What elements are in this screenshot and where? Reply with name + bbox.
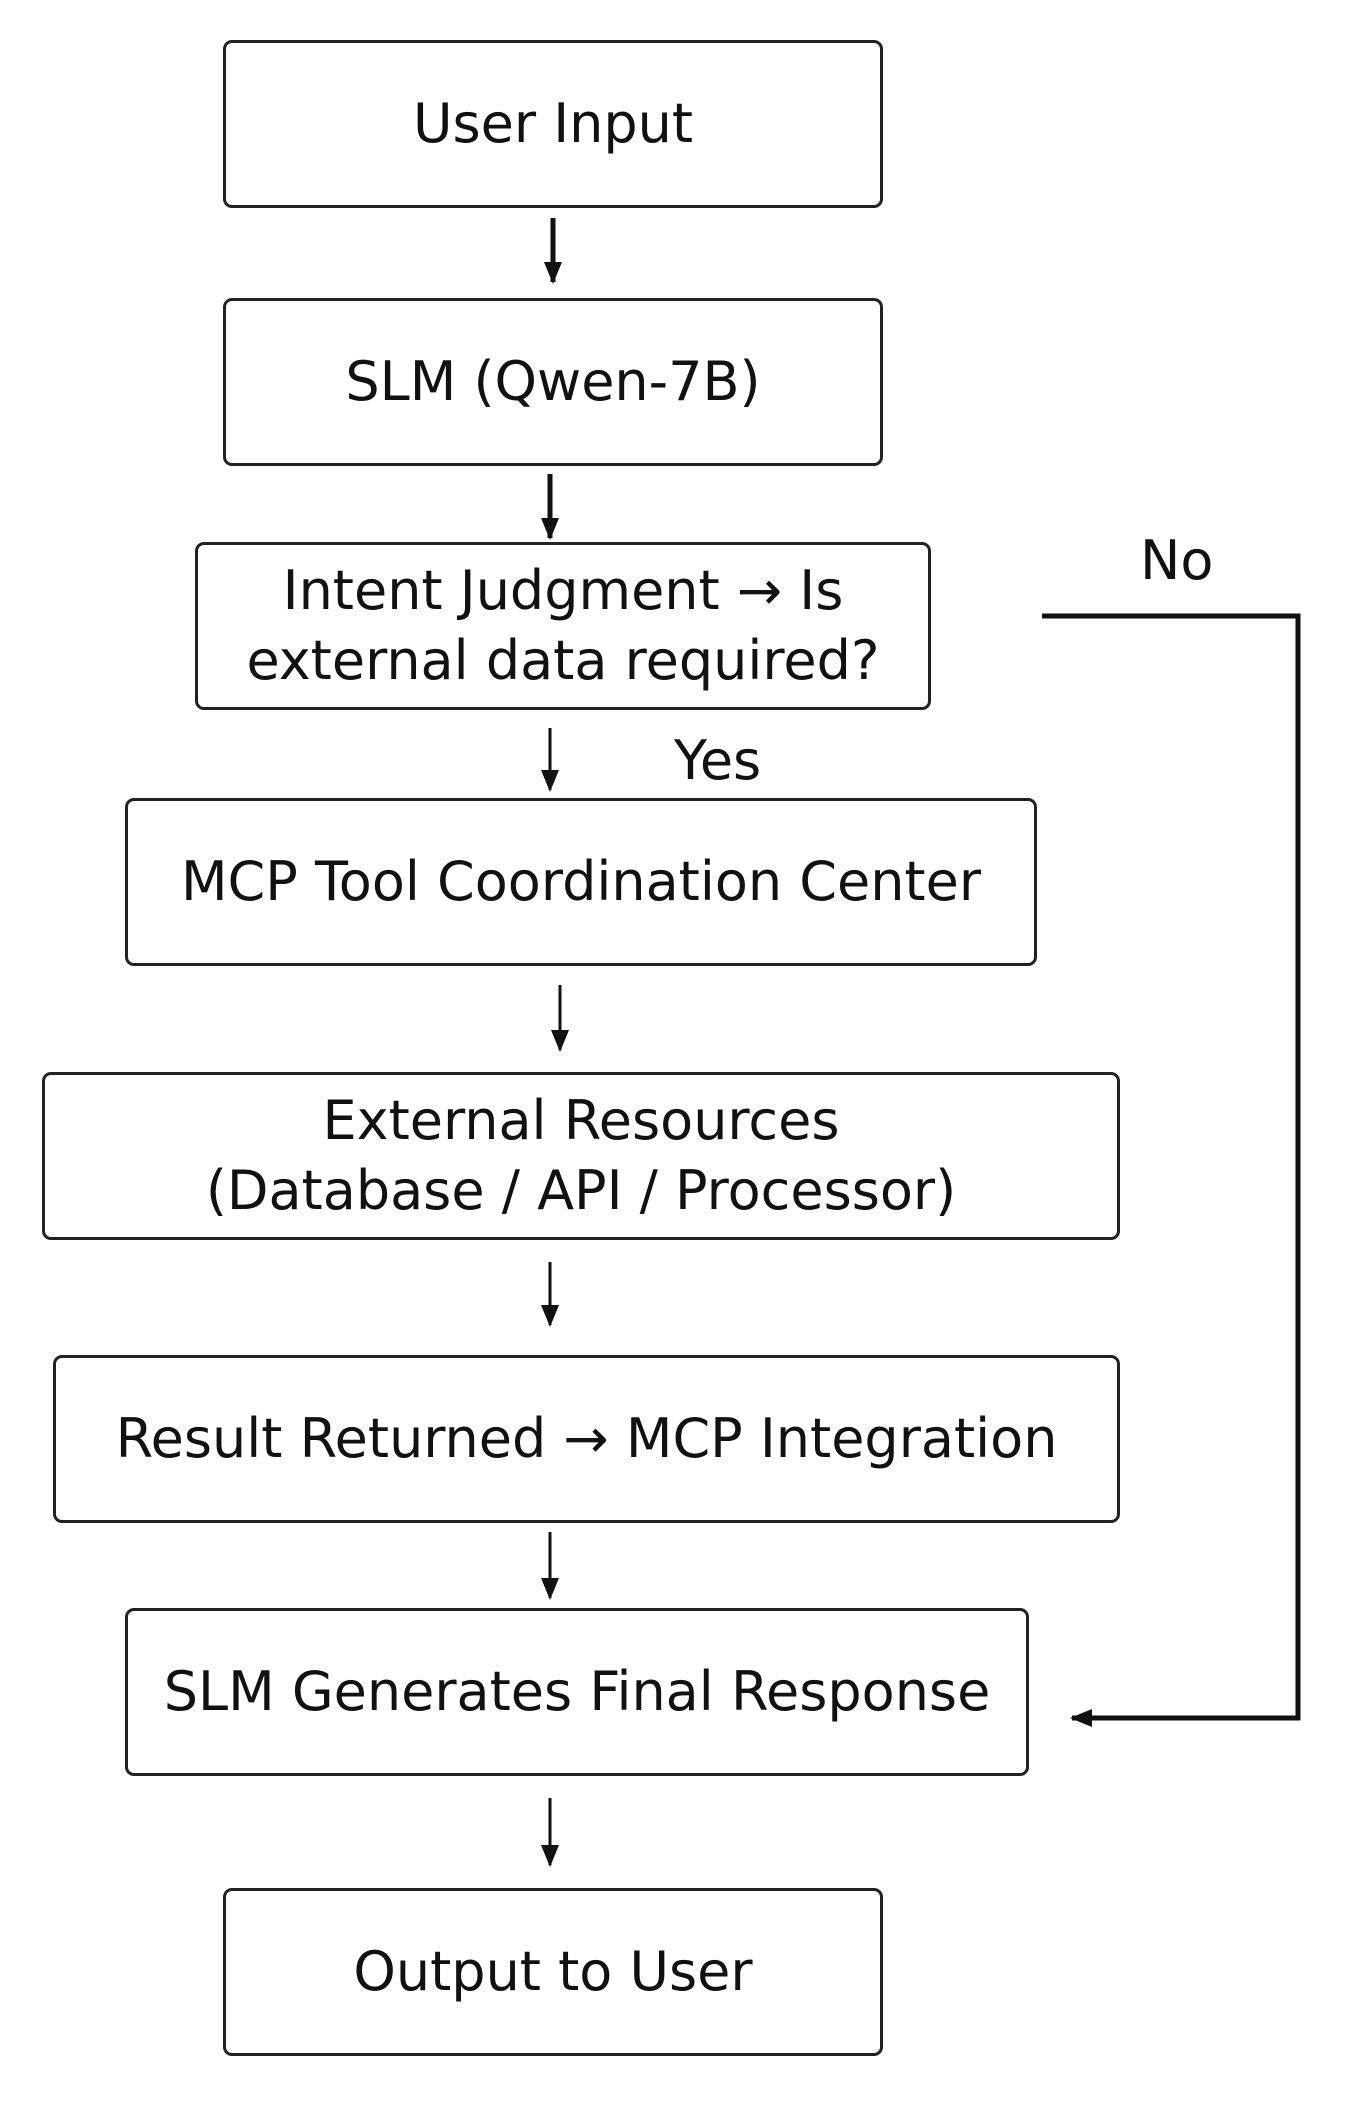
node-final-response: SLM Generates Final Response [125,1608,1029,1776]
node-intent-line2: external data required? [246,629,880,692]
node-intent-judgment: Intent Judgment → Is external data requi… [195,542,931,710]
no-label: No [1140,529,1214,592]
node-output-to-user: Output to User [223,1888,883,2056]
node-external-line1: External Resources [322,1088,840,1152]
node-slm: SLM (Qwen-7B) [223,298,883,466]
node-user-input: User Input [223,40,883,208]
node-result-returned: Result Returned → MCP Integration [53,1355,1120,1523]
node-final-label: SLM Generates Final Response [163,1660,991,1724]
node-slm-label: SLM (Qwen-7B) [345,350,761,414]
node-external-resources: External Resources (Database / API / Pro… [42,1072,1120,1240]
node-mcp-coordination-center: MCP Tool Coordination Center [125,798,1037,966]
node-output-label: Output to User [353,1940,753,2004]
node-external-line2: (Database / API / Processor) [205,1159,957,1222]
node-user-input-label: User Input [412,92,694,156]
node-mcp-center-label: MCP Tool Coordination Center [180,850,982,914]
yes-label: Yes [674,729,762,792]
arrow-no-path [1042,613,1301,1727]
node-result-label: Result Returned → MCP Integration [115,1407,1058,1471]
node-intent-line1: Intent Judgment → Is [282,558,844,622]
